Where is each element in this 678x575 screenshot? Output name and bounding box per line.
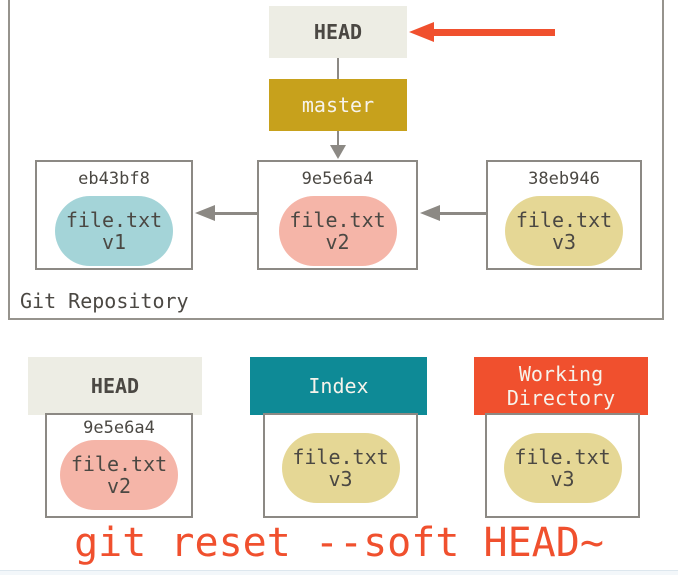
commit-box-9e5e6a4: 9e5e6a4 file.txt v2 [257,160,418,270]
index-area-header: Index [250,357,427,415]
file-blob-oval: file.txt v3 [505,196,623,266]
commit-hash: 38eb946 [528,169,600,189]
left-arrow-icon [195,205,215,221]
working-directory-area-header: Working Directory [474,357,648,415]
file-version: v3 [551,230,577,254]
commit3-to-commit2-arrow-shaft [439,212,486,215]
commit-box-38eb946: 38eb946 file.txt v3 [486,160,642,270]
file-version: v3 [550,467,575,491]
bottom-edge-strip [0,570,678,575]
git-repository-label: Git Repository [20,289,189,313]
file-version: v1 [101,230,127,254]
master-branch-label: master [301,93,375,117]
head-ref-label: HEAD [313,20,363,44]
working-directory-area-box: file.txt v3 [485,413,640,518]
file-name: file.txt [292,445,389,469]
master-commit-arrow-line [337,131,339,146]
file-blob-oval: file.txt v1 [55,196,173,266]
file-blob-oval: file.txt v2 [278,196,397,266]
file-version: v3 [328,467,353,491]
file-blob-oval: file.txt v3 [503,433,622,503]
working-directory-area-title: Working Directory [506,362,616,410]
commit-hash: eb43bf8 [78,169,150,189]
file-blob-oval: file.txt v3 [281,433,400,503]
red-arrow-icon [409,22,434,42]
file-name: file.txt [70,452,168,476]
file-name: file.txt [514,445,611,469]
master-branch-box: master [269,79,407,131]
commit2-to-commit1-arrow-shaft [214,212,257,215]
head-area-header: HEAD [28,357,202,415]
left-arrow-icon [420,205,440,221]
index-area-title: Index [308,374,369,398]
file-version: v2 [106,474,132,498]
head-ref-box: HEAD [269,6,407,58]
git-command-caption: git reset --soft HEAD~ [74,520,604,566]
down-arrow-icon [330,145,346,159]
commit-hash: 9e5e6a4 [301,169,374,189]
red-arrow-shaft [433,29,555,36]
head-area-title: HEAD [90,374,140,398]
head-area-box: 9e5e6a4 file.txt v2 [45,413,193,518]
commit-box-eb43bf8: eb43bf8 file.txt v1 [35,160,193,270]
index-area-box: file.txt v3 [263,413,418,518]
head-area-hash: 9e5e6a4 [83,418,155,438]
file-name: file.txt [515,208,613,232]
file-name: file.txt [65,208,163,232]
file-name: file.txt [289,208,386,232]
file-version: v2 [325,230,350,254]
file-blob-oval: file.txt v2 [60,440,178,510]
head-master-connector-line [337,58,339,79]
